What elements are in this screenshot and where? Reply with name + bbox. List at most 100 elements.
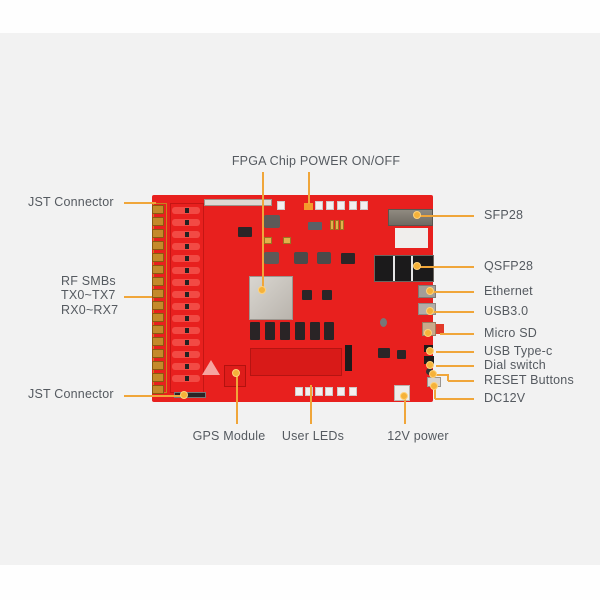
label-jst-connector-bottom: JST Connector (28, 387, 114, 401)
leader-line-12v-power (404, 396, 406, 424)
rf-component (172, 267, 200, 274)
smb-connector (152, 217, 164, 226)
smb-connector (152, 385, 164, 394)
label-rf-tx: TX0~TX7 (61, 288, 116, 302)
top-white-band (0, 0, 600, 33)
label-jst-connector-top: JST Connector (28, 195, 114, 209)
callout-dot-usb3 (426, 307, 434, 315)
label-12v-power: 12V power (387, 429, 449, 443)
smb-connector (152, 313, 164, 322)
smb-connector (152, 373, 164, 382)
rf-component (172, 291, 200, 298)
power-ic (238, 227, 252, 237)
callout-dot-gps (232, 369, 240, 377)
smb-connector (152, 265, 164, 274)
rf-component (172, 255, 200, 262)
leader-line-jst-top (124, 202, 156, 204)
label-dc12v: DC12V (484, 391, 526, 405)
ic-chip (322, 290, 332, 300)
rf-component (172, 231, 200, 238)
header-led (315, 201, 323, 210)
label-qsfp28: QSFP28 (484, 259, 534, 273)
bottom-white-band (0, 565, 600, 600)
leader-line-dial (436, 365, 474, 367)
inductor (264, 215, 280, 228)
leader-line-microsd (440, 333, 474, 335)
smb-connector (152, 301, 164, 310)
rf-component (172, 207, 200, 214)
label-ethernet: Ethernet (484, 284, 533, 298)
leader-line-gps (236, 372, 238, 424)
smb-connector (152, 277, 164, 286)
label-usb30: USB3.0 (484, 304, 529, 318)
inductor (264, 252, 279, 264)
smb-connector (152, 229, 164, 238)
rf-component (172, 219, 200, 226)
smb-connector (152, 241, 164, 250)
rf-component (172, 351, 200, 358)
switch-array (308, 222, 322, 230)
electrolytic-capacitor (380, 318, 387, 327)
label-micro-sd: Micro SD (484, 326, 537, 340)
callout-dot-dc12v (430, 382, 438, 390)
callout-dot-dial (426, 361, 434, 369)
inductor (294, 252, 308, 264)
callout-dot-usbc (426, 347, 434, 355)
rf-component (172, 315, 200, 322)
label-reset-buttons: RESET Buttons (484, 373, 574, 387)
smb-connector (152, 253, 164, 262)
ic-chip (397, 350, 406, 359)
user-led (305, 387, 313, 396)
jst-connector-top (204, 199, 272, 206)
user-led (325, 387, 333, 396)
header-led (349, 201, 357, 210)
leader-line-usb3 (432, 311, 474, 313)
leader-line-dc12v (435, 398, 474, 400)
header-led (326, 201, 334, 210)
label-rf-smbs: RF SMBs (61, 274, 116, 288)
m2-connector (345, 345, 352, 371)
callout-dot-ethernet (426, 287, 434, 295)
ddr-chip (324, 322, 334, 340)
fpga-board (152, 195, 444, 402)
capacitor (335, 220, 339, 230)
dial-switch (424, 356, 434, 364)
leader-line-fpga (262, 172, 264, 290)
rf-component (172, 243, 200, 250)
ddr-chip (250, 322, 260, 340)
callout-dot-microsd (424, 329, 432, 337)
m2-slot (250, 348, 342, 376)
header-led (360, 201, 368, 210)
callout-dot-12v-power (400, 392, 408, 400)
leader-line-reset-v (447, 374, 449, 381)
smb-connector (152, 361, 164, 370)
smb-connector (152, 205, 164, 214)
leader-line-sfp28 (418, 215, 474, 217)
label-user-leds: User LEDs (281, 429, 345, 443)
leader-line-jst-bottom (124, 395, 184, 397)
sfp28-cage (388, 209, 433, 226)
capacitor (340, 220, 344, 230)
user-led (295, 387, 303, 396)
rf-component (172, 363, 200, 370)
smb-connector (152, 325, 164, 334)
leader-line-reset (448, 380, 474, 382)
label-sfp28: SFP28 (484, 208, 524, 222)
leader-line-dc12v-v (434, 386, 436, 399)
leader-line-rf-smb (124, 296, 152, 298)
label-usb-type-c: USB Type-c (484, 344, 553, 358)
ic-chip (378, 348, 390, 358)
qsfp28-cage (374, 255, 434, 282)
callout-dot-sfp28 (413, 211, 421, 219)
rf-component (172, 339, 200, 346)
callout-dot-reset (429, 370, 437, 378)
label-dial-switch: Dial switch (484, 358, 546, 372)
leader-line-qsfp28 (418, 266, 474, 268)
ddr-chip (295, 322, 305, 340)
ddr-chip (265, 322, 275, 340)
header-led (337, 201, 345, 210)
board-logo (202, 360, 220, 375)
microsd-tab (436, 324, 444, 334)
header-led (277, 201, 285, 210)
label-fpga-power: FPGA Chip POWER ON/OFF (231, 154, 401, 168)
